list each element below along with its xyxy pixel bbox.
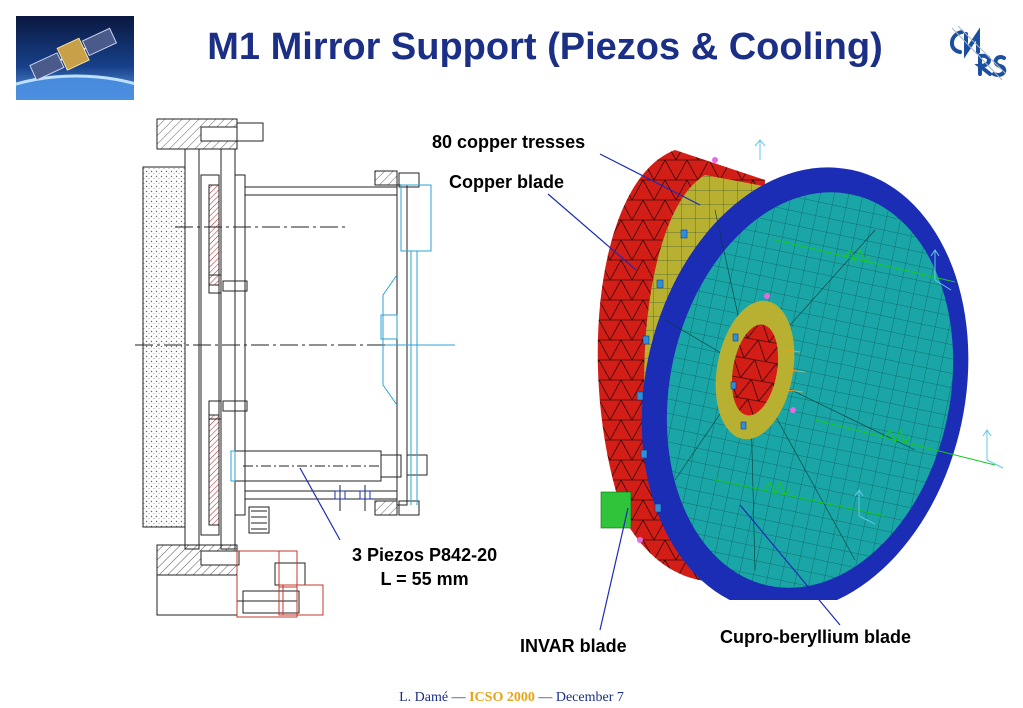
label-copper-tresses: 80 copper tresses — [432, 132, 586, 152]
slide-title: M1 Mirror Support (Piezos & Cooling) — [207, 26, 883, 68]
cross-section-drawing — [135, 118, 455, 618]
green-invar-piece — [600, 491, 632, 529]
footer-author: L. Damé — — [399, 690, 466, 705]
footer-conference: ICSO 2000 — [469, 690, 535, 705]
cnrs-logo — [950, 25, 1007, 81]
slide-footer: L. Damé — ICSO 2000 — December 7 — [0, 690, 1023, 706]
label-piezos-line2: L = 55 mm — [380, 569, 469, 589]
label-piezos-line1: 3 Piezos P842-20 — [352, 545, 498, 565]
label-piezos: 3 Piezos P842-20 L = 55 mm — [352, 543, 497, 591]
footer-date: — December 7 — [538, 690, 624, 705]
satellite-logo — [16, 16, 134, 100]
label-invar-blade: INVAR blade — [520, 636, 627, 656]
fem-model — [597, 139, 1004, 600]
label-copper-blade: Copper blade — [449, 172, 565, 192]
label-cupro-beryllium-blade: Cupro-beryllium blade — [720, 627, 912, 647]
